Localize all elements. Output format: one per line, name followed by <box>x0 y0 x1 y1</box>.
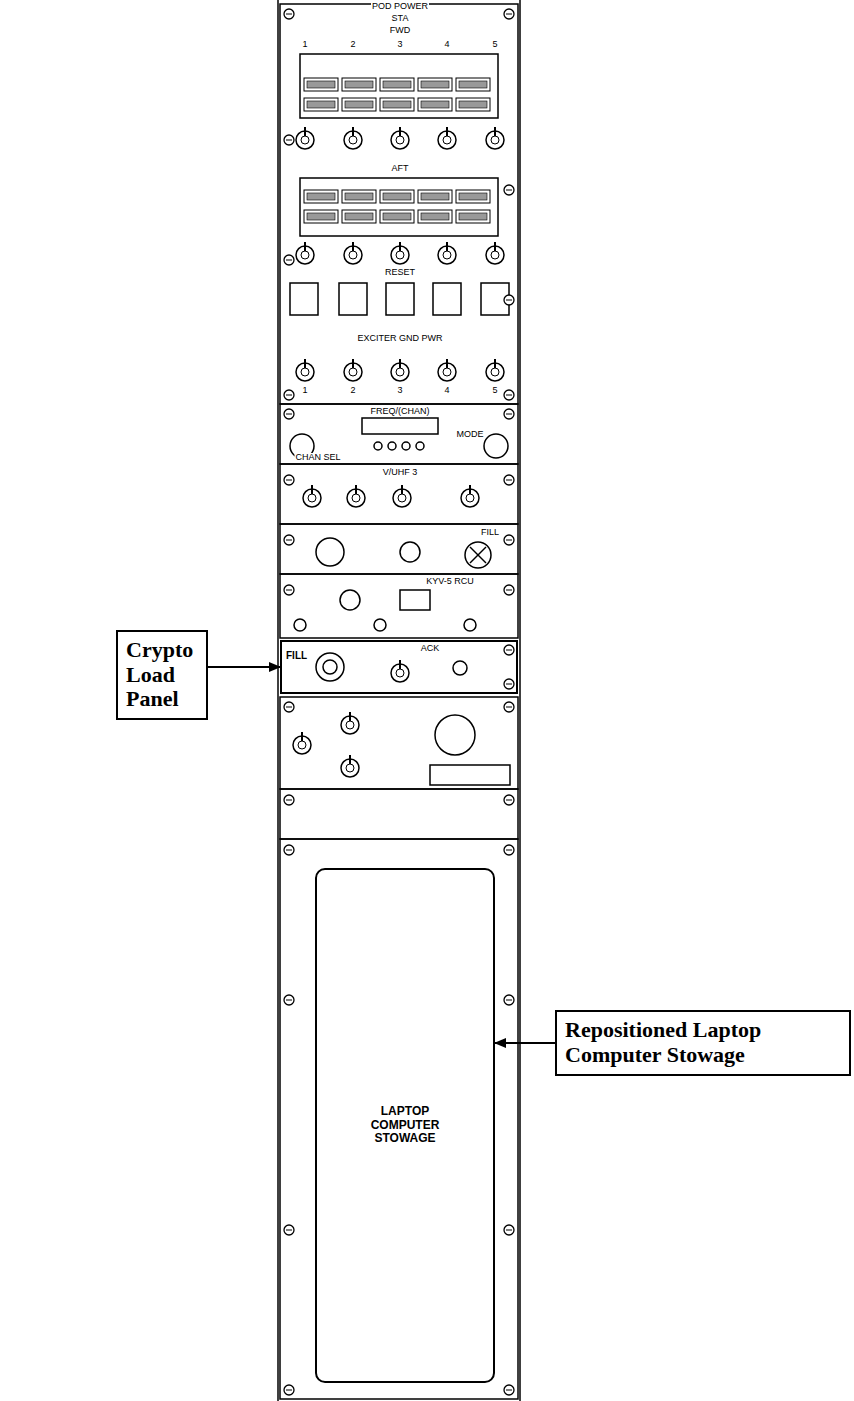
panel-label: AFT <box>391 164 410 173</box>
crypto-load-panel: FILL <box>280 640 518 694</box>
panel-label: EXCITER GND PWR <box>356 334 443 343</box>
panel-label: 3 <box>396 386 403 395</box>
node-text: Repositioned Laptop Computer Stowage <box>565 1018 841 1067</box>
laptop-stowage: LAPTOP COMPUTER STOWAGE <box>315 868 495 1383</box>
node-text: Crypto Load Panel <box>126 638 198 712</box>
callout-box: Repositioned Laptop Computer Stowage <box>555 1010 851 1076</box>
panel-label: V/UHF 3 <box>382 468 419 477</box>
panel-label: 4 <box>443 40 450 49</box>
panel-label: KYV-5 RCU <box>425 577 475 586</box>
panel-label: 1 <box>301 386 308 395</box>
panel-label: ACK <box>420 644 441 653</box>
panel-label: FREQ/(CHAN) <box>370 407 431 416</box>
panel-label: FWD <box>389 26 412 35</box>
node-text: LAPTOP COMPUTER STOWAGE <box>365 1105 445 1146</box>
node-text: FILL <box>286 650 307 661</box>
callout-box: Crypto Load Panel <box>116 630 208 720</box>
panel-label: 2 <box>349 40 356 49</box>
panel-label: 3 <box>396 40 403 49</box>
panel-label: 2 <box>349 386 356 395</box>
panel-label: POD POWER <box>371 2 429 11</box>
panel-label: STA <box>391 14 410 23</box>
panel-label: 5 <box>491 386 498 395</box>
callout-arrow <box>208 666 280 668</box>
panel-label: 1 <box>301 40 308 49</box>
panel-label: FILL <box>480 528 500 537</box>
panel-label: MODE <box>456 430 485 439</box>
panel-label: CHAN SEL <box>294 453 341 462</box>
panel-label: 5 <box>491 40 498 49</box>
panel-label: RESET <box>384 268 416 277</box>
panel-label: 4 <box>443 386 450 395</box>
callout-arrow <box>495 1042 555 1044</box>
